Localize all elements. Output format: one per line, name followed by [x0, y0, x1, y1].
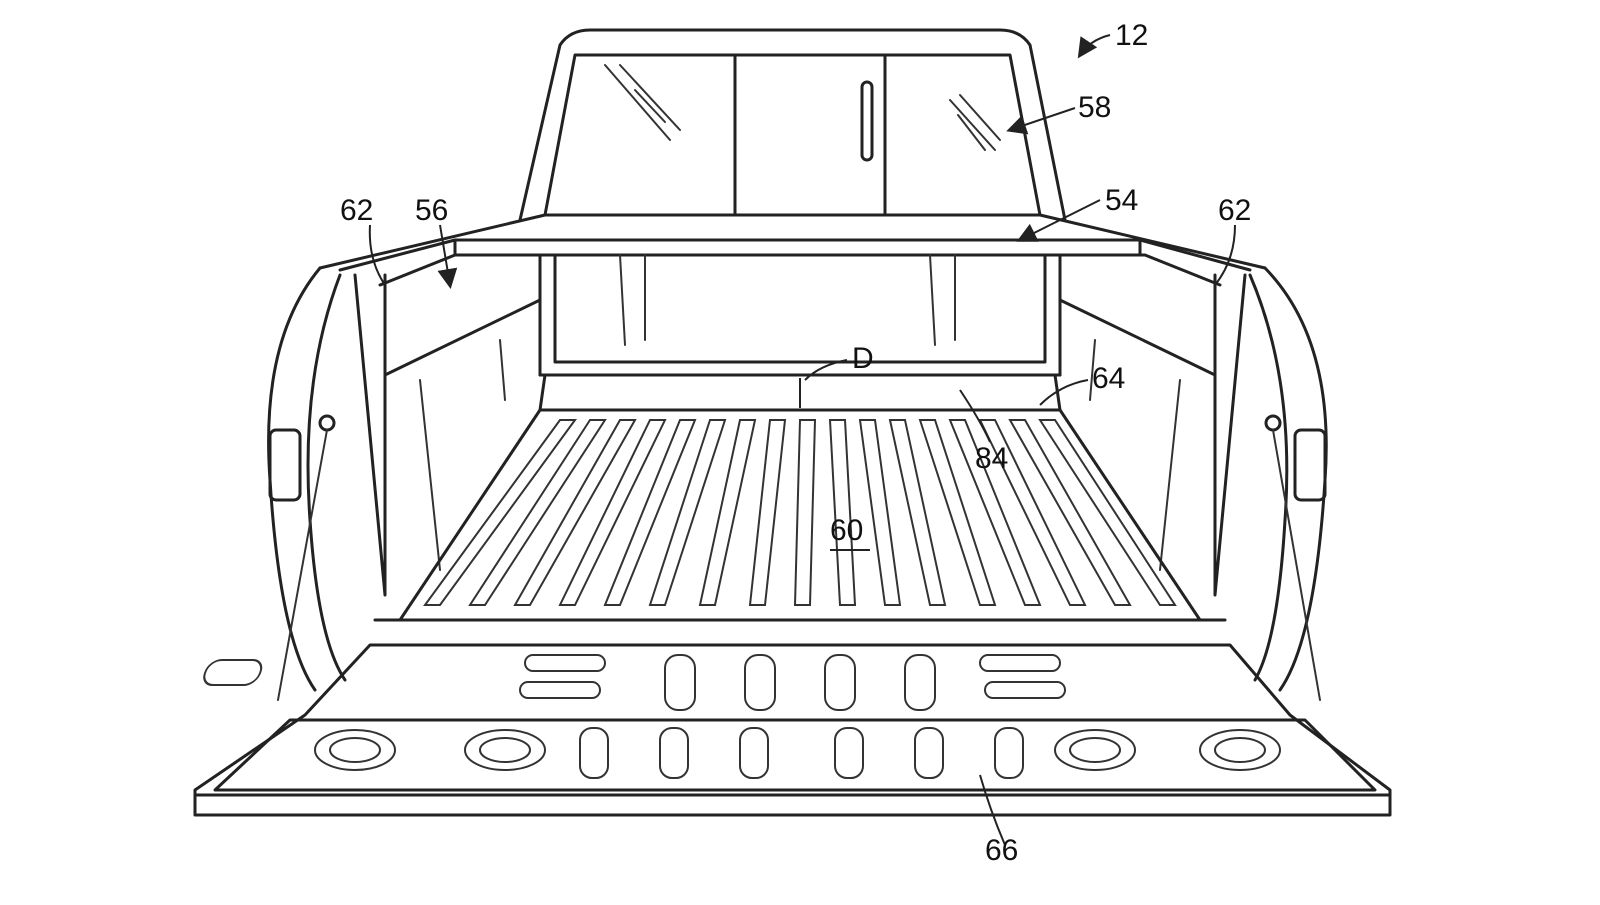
- label-bulkhead: 54: [1105, 184, 1138, 217]
- tailgate-upper-slots: [203, 654, 1066, 711]
- bed-walls: [318, 213, 1267, 597]
- window-glare-left: [604, 64, 681, 141]
- window-glare-right: [949, 94, 1001, 151]
- left-fender: [267, 266, 347, 701]
- cab-outline: [518, 28, 1067, 222]
- floor-ribs: [423, 419, 1177, 606]
- label-bed-rail-left: 62: [340, 194, 373, 227]
- tailgate: [193, 643, 1392, 817]
- label-gap-marker: D: [852, 342, 874, 375]
- right-fender: [1248, 266, 1328, 701]
- label-truck: 12: [1115, 19, 1148, 52]
- tailgate-lower-slots: [314, 727, 1281, 779]
- label-bed-rail-right: 62: [1218, 194, 1251, 227]
- label-lower-edge: 84: [975, 442, 1008, 475]
- label-tailgate: 66: [985, 834, 1018, 867]
- bulkhead-panel: [453, 238, 1142, 377]
- leader-lines: [368, 34, 1236, 846]
- label-clearance: 64: [1092, 362, 1125, 395]
- label-bed-floor: 60: [830, 514, 863, 547]
- label-side-wall: 56: [415, 194, 448, 227]
- label-rear-window: 58: [1078, 91, 1111, 124]
- bed-floor: [373, 373, 1227, 622]
